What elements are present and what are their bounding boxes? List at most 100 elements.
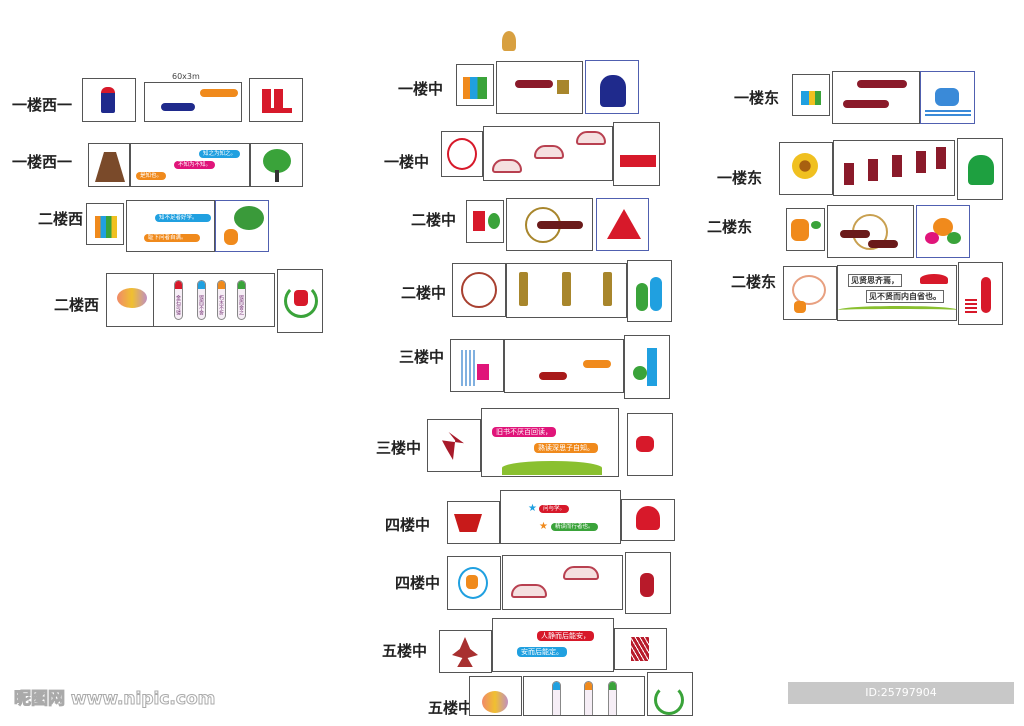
floor-label: 二楼西 <box>54 296 100 314</box>
books-icon <box>631 637 649 661</box>
panel <box>506 263 627 318</box>
dimension-label: 60x3m <box>172 72 200 81</box>
scroll-banner <box>843 100 889 108</box>
slogan-pill: 精读而行者也。 <box>551 523 598 531</box>
slogan-bar <box>161 103 195 111</box>
studying-child-icon <box>477 364 489 380</box>
scroll-panel <box>916 151 926 173</box>
hill-decoration <box>502 461 602 475</box>
vertical-slogan <box>608 681 617 715</box>
books-icon <box>95 152 125 182</box>
read-emblem-icon <box>792 275 826 305</box>
panel: 人静而后能安， 安而后能定。 <box>492 618 614 672</box>
plum-branch-icon <box>452 637 478 667</box>
vertical-slogan: 锲而不舍 <box>197 280 206 320</box>
scroll-hanging <box>603 272 612 306</box>
trees-icon <box>482 691 508 713</box>
carriage-icon <box>920 274 948 284</box>
scroll-panel <box>868 159 878 181</box>
scroll-panel <box>844 163 854 185</box>
panel <box>647 672 693 716</box>
trees-icon <box>933 218 953 236</box>
scroll-hanging <box>519 272 528 306</box>
panel <box>215 200 269 252</box>
panel <box>792 74 830 116</box>
reading-child-icon <box>473 211 485 231</box>
panel <box>277 269 323 333</box>
read-emblem-icon <box>284 284 318 318</box>
panel <box>483 126 613 181</box>
slogan-bar <box>539 372 567 380</box>
floor-label: 三楼中 <box>399 348 445 366</box>
slogan-bar <box>583 360 611 368</box>
fan-plaque <box>492 159 522 173</box>
panel <box>627 413 673 476</box>
reading-child-icon <box>794 301 806 313</box>
floor-label: 一楼东 <box>717 169 763 187</box>
read-calligraphy-icon <box>454 514 482 532</box>
books-icon <box>463 77 487 99</box>
slogan-line: 见不贤而内自省也。 <box>866 290 944 303</box>
slogan-pill: 不知为不知。 <box>174 161 216 169</box>
plum-branch-icon <box>442 432 464 460</box>
panel <box>621 499 675 541</box>
panel <box>523 676 645 716</box>
scroll-panel <box>892 155 902 177</box>
panel <box>447 501 500 544</box>
watermark: 昵图网 www.nipic.com <box>13 689 216 710</box>
leaf-icon <box>488 213 500 229</box>
slogan-pill: 知之为知之。 <box>199 150 241 158</box>
panel <box>832 71 920 124</box>
slogan-bar <box>515 80 553 88</box>
panel <box>920 71 975 124</box>
panel <box>450 339 504 392</box>
wave-decoration <box>925 110 971 116</box>
panel <box>502 555 623 610</box>
fan-plaque <box>534 145 564 159</box>
panel <box>86 203 124 245</box>
lighthouse-icon <box>647 348 657 386</box>
panel <box>466 200 504 243</box>
panel <box>627 260 672 322</box>
vertical-slogan <box>584 681 593 715</box>
floor-label: 二楼东 <box>731 273 777 291</box>
panel <box>613 122 660 186</box>
reading-child-icon <box>607 209 641 239</box>
panel <box>786 208 825 251</box>
books-icon <box>262 89 292 113</box>
panel <box>144 82 242 122</box>
panel <box>624 335 670 399</box>
floor-label: 二楼西 <box>38 210 84 228</box>
slogan-pill: 旧书不厌百回读， <box>492 427 556 437</box>
floor-label: 一楼东 <box>734 89 780 107</box>
read-emblem-icon <box>654 685 684 715</box>
tree-trunk <box>275 170 279 182</box>
panel <box>585 60 639 114</box>
panel <box>427 419 481 472</box>
slogan-pill: 人静而后能安， <box>537 631 594 641</box>
kite-children-icon <box>935 88 959 106</box>
jumping-child-icon <box>650 277 662 311</box>
reader-ornament-icon <box>502 31 516 51</box>
slogan-pill: 安而后能定。 <box>517 647 567 657</box>
panel <box>447 556 501 610</box>
reading-child-icon <box>600 75 626 107</box>
slogan-bar <box>537 221 583 229</box>
books-icon <box>965 299 977 313</box>
slogan-pill: 问与学。 <box>539 505 570 513</box>
panel <box>783 266 837 320</box>
floor-label: 二楼中 <box>411 211 457 229</box>
star-icon: ★ <box>528 503 537 514</box>
fan-plaque <box>563 566 599 580</box>
slogan-bar <box>200 89 238 97</box>
fan-plaque <box>511 584 547 598</box>
tree-icon <box>234 206 264 230</box>
vertical-slogan <box>552 681 561 715</box>
tree-icon <box>263 149 291 173</box>
panel: 见贤思齐焉， 见不贤而内自省也。 <box>837 265 957 321</box>
bookshelf-icon <box>461 350 475 386</box>
sunflower-icon <box>792 153 818 179</box>
children-icon <box>791 219 809 241</box>
panel <box>504 339 624 393</box>
floor-label: 四楼中 <box>395 574 441 592</box>
